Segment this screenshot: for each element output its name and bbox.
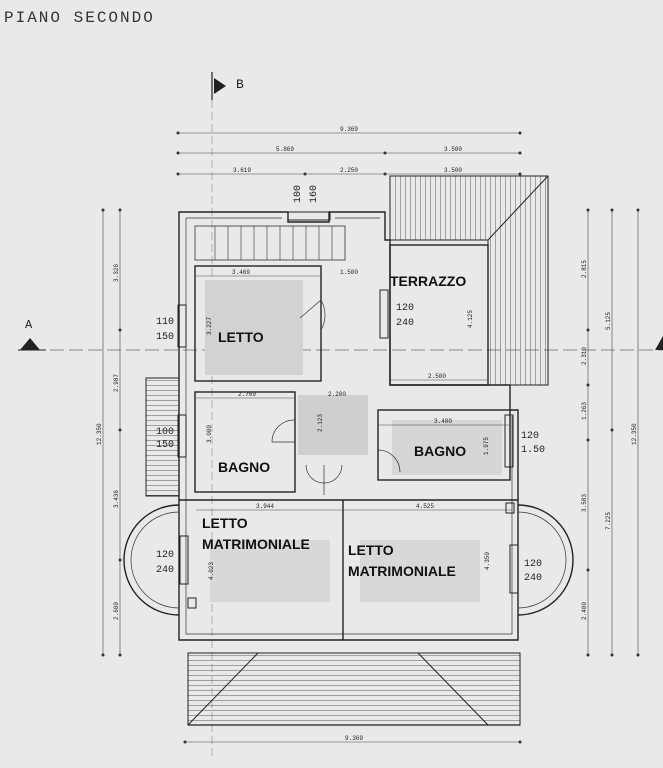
room-label-terrazzo: TERRAZZO [390,273,466,289]
dim-inner-5: 3.400 [434,418,452,425]
dim-inner-1: 3.469 [232,269,250,276]
dim-vert-7: 4.350 [484,552,491,570]
window-labels: 100 160 110 150 120 240 100 150 120 1.50… [156,185,545,584]
dim-left-4: 2.600 [113,602,120,620]
dim-vert-5: 1.975 [483,437,490,455]
dim-right-7: 2.400 [581,602,588,620]
dim-right-total: 12.350 [631,423,638,445]
dim-left-1: 3.326 [113,264,120,282]
room-label-letto: LETTO [218,329,264,345]
room-labels: LETTO TERRAZZO BAGNO BAGNO LETTO MATRIMO… [202,273,466,579]
dim-vert-6: 4.023 [208,562,215,580]
win-5-top: 120 [521,431,539,442]
win-4-bottom: 150 [156,440,174,451]
bay-window-right [517,504,574,616]
dim-vert-3: 2.123 [317,414,324,432]
dim-vert-4: 3.000 [206,425,213,443]
room-label-letto-matrimoniale-right-1: LETTO [348,542,394,558]
dim-inner-7: 3.944 [256,503,274,510]
svg-text:B: B [236,77,244,92]
dim-top-4: 2.250 [340,167,358,174]
room-label-bagno-right: BAGNO [414,443,466,459]
section-marker-b: B [211,72,244,760]
dim-vert-2: 4.125 [467,310,474,328]
dim-total-top: 9.369 [340,126,358,133]
win-7-top: 120 [524,559,542,570]
dim-inner-4: 2.200 [328,391,346,398]
dim-right-1: 2.815 [581,260,588,278]
dim-right-3: 2.310 [581,347,588,365]
dim-right-5: 3.583 [581,494,588,512]
dim-inner-2: 1.500 [340,269,358,276]
dim-left-3: 3.436 [113,490,120,508]
win-6-bottom: 240 [156,565,174,576]
section-marker-a-left: A [18,318,663,351]
left-dimension-lines: 12.350 3.326 2.987 3.436 2.600 [96,208,122,657]
staircase [194,225,346,261]
dim-inner-6: 2.500 [428,373,446,380]
room-label-letto-matrimoniale-right-2: MATRIMONIALE [348,563,456,579]
dim-left-total: 12.350 [96,423,103,445]
dim-inner-8: 4.525 [416,503,434,510]
win-6-top: 120 [156,550,174,561]
svg-text:A: A [25,318,33,332]
dim-right-6: 7.225 [605,512,612,530]
win-2-bottom: 150 [156,332,174,343]
room-label-letto-matrimoniale-left-1: LETTO [202,515,248,531]
dim-vert-1: 3.227 [206,317,213,335]
dim-right-4: 1.263 [581,402,588,420]
right-dimension-lines: 2.815 5.125 2.310 1.263 3.583 7.225 12.3… [581,208,640,657]
interior-dimensions: 3.469 1.500 2.769 2.200 3.400 2.500 3.94… [195,269,512,580]
win-1-top: 100 [293,185,304,203]
dim-right-2: 5.125 [605,312,612,330]
dim-left-2: 2.987 [113,374,120,392]
bay-window-left [123,504,180,616]
window-markers [177,211,519,609]
dim-top-5: 3.500 [444,167,462,174]
dim-top-2: 3.500 [444,146,462,153]
roof-bottom [187,652,521,726]
win-3-top: 120 [396,303,414,314]
dim-bottom: 9.369 [345,735,363,742]
dim-top-3: 3.619 [233,167,251,174]
room-label-letto-matrimoniale-left-2: MATRIMONIALE [202,536,310,552]
room-label-bagno-left: BAGNO [218,459,270,475]
bottom-dimension-line: 9.369 [183,735,522,744]
plan-title: PIANO SECONDO [4,9,155,27]
dim-inner-3: 2.769 [238,391,256,398]
win-3-bottom: 240 [396,318,414,329]
win-7-bottom: 240 [524,573,542,584]
win-2-top: 110 [156,317,174,328]
win-5-bottom: 1.50 [521,445,545,456]
section-marker-a-right [655,336,663,350]
top-dimension-lines: 9.369 5.869 3.500 3.619 2.250 3.500 [176,126,522,176]
win-1-bottom: 160 [309,185,320,203]
interior-walls [179,244,518,640]
win-4-top: 100 [156,427,174,438]
dim-top-1: 5.869 [276,146,294,153]
